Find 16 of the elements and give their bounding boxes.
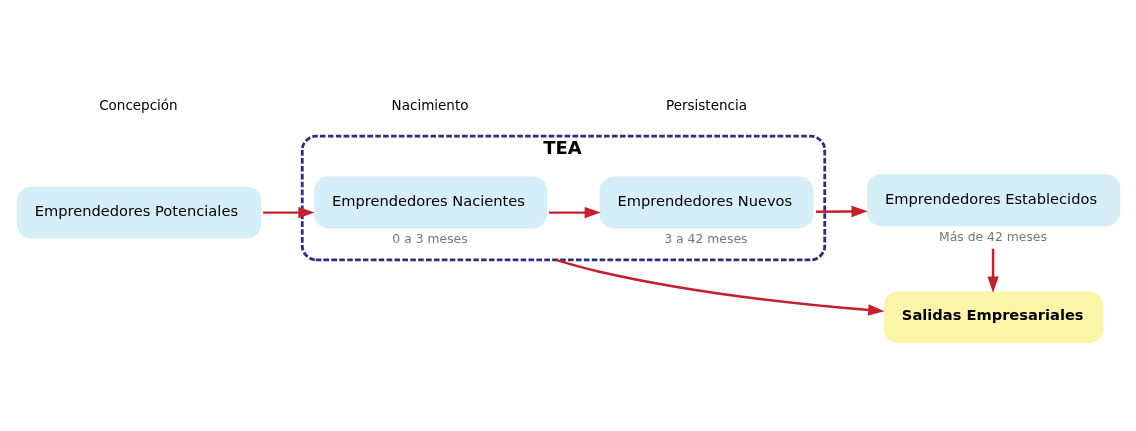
node-box: Emprendedores Nacientes: [314, 176, 548, 228]
node-box: Emprendedores Nuevos: [599, 176, 814, 228]
node-label: Más de 42 meses: [939, 229, 1047, 244]
arrow: [555, 258, 885, 316]
label: Persistencia: [666, 96, 747, 113]
label: Nacimiento: [391, 96, 469, 113]
node-box: Salidas Empresariales: [883, 290, 1104, 343]
arrow: [987, 248, 999, 293]
node-label: 0 a 3 meses: [392, 231, 468, 246]
node-box: Emprendedores Establecidos: [866, 173, 1121, 226]
arrow: [549, 206, 601, 218]
arrow: [815, 205, 868, 217]
node-label: 3 a 42 meses: [664, 231, 748, 246]
arrow: [263, 206, 315, 218]
node-box: Emprendedores Potenciales: [16, 186, 262, 238]
label: Concepción: [99, 96, 178, 113]
